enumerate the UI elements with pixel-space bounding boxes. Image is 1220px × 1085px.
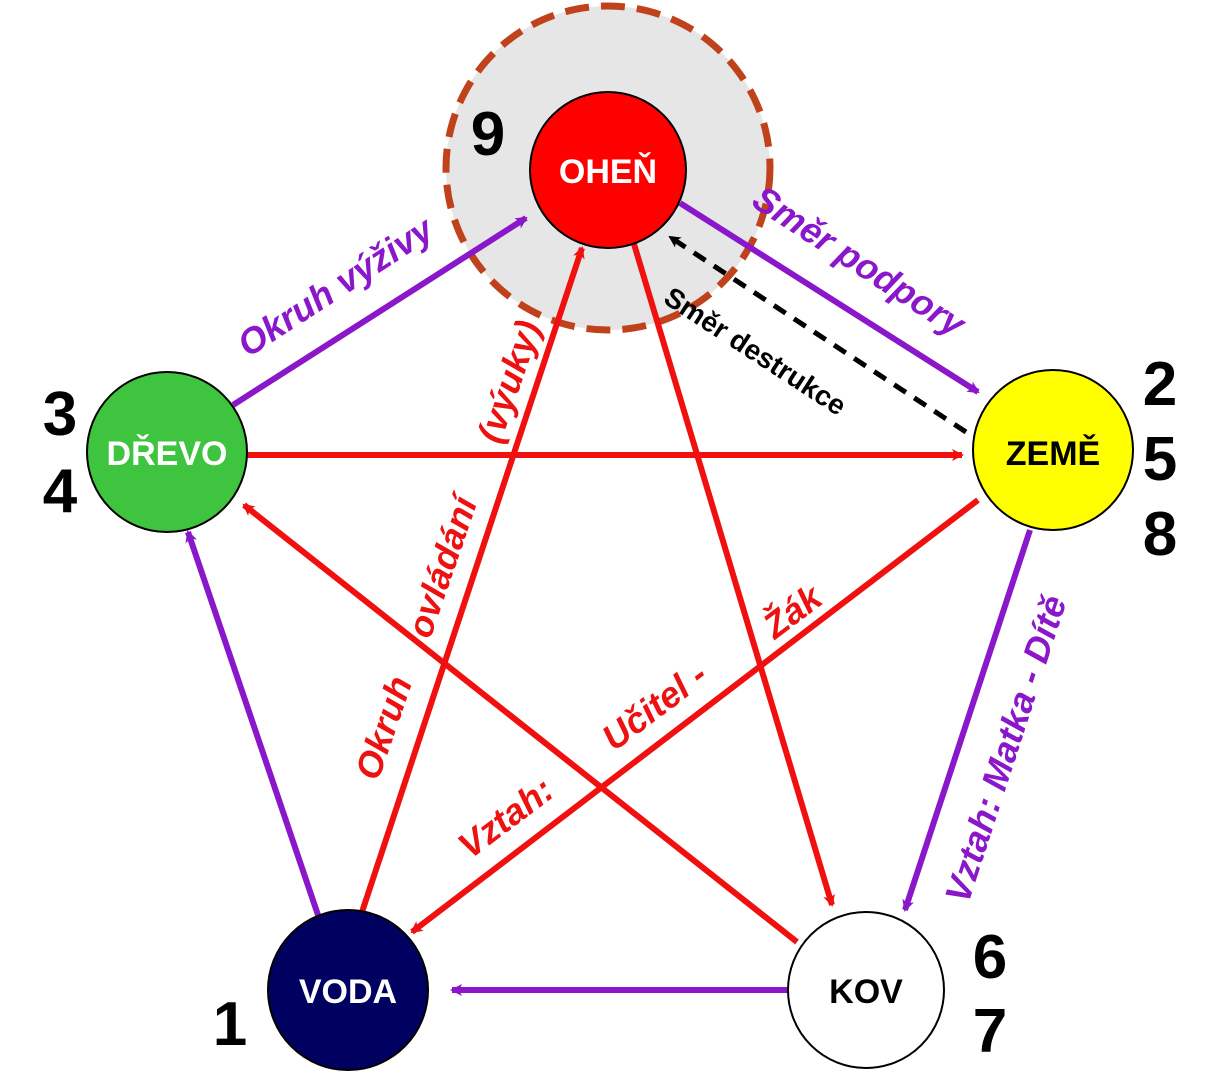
wood-label: DŘEVO	[107, 435, 228, 473]
teacher-student-label-1: Vztah:	[450, 769, 561, 867]
earth-number-3: 8	[1143, 500, 1177, 569]
node-wood: DŘEVO	[86, 371, 248, 533]
control-cycle-label-2: ovládání	[399, 487, 487, 642]
arrow-fire-to-metal	[631, 243, 835, 907]
node-earth: ZEMĚ	[972, 369, 1134, 531]
metal-circle	[787, 911, 945, 1069]
metal-label: KOV	[829, 973, 903, 1011]
node-water: VODA	[267, 909, 429, 1071]
support-cycle-arrows	[185, 200, 1033, 996]
fire-label: OHEŇ	[559, 153, 657, 191]
arrow-water-to-wood	[185, 530, 321, 916]
node-metal: KOV	[787, 911, 945, 1069]
arrow-water-to-fire	[359, 246, 585, 913]
arrow-earth-to-fire-destruction	[668, 234, 968, 435]
metal-number-1: 6	[973, 923, 1007, 992]
wood-number-1: 3	[43, 380, 77, 449]
node-fire: OHEŇ	[529, 91, 687, 249]
wood-circle	[86, 371, 248, 533]
teacher-student-label-3: Žák	[754, 574, 831, 647]
fire-circle	[529, 91, 687, 249]
earth-number-1: 2	[1143, 350, 1177, 419]
water-number-1: 1	[213, 990, 247, 1059]
water-circle	[267, 909, 429, 1071]
destruction-direction-label: Směr destrukce	[659, 281, 852, 421]
arrow-metal-to-wood	[242, 502, 799, 945]
wood-number-2: 4	[43, 457, 78, 526]
arrow-earth-to-water	[410, 497, 980, 935]
arrow-fire-to-earth	[678, 200, 980, 395]
arrow-earth-to-metal	[902, 529, 1033, 912]
control-cycle-arrows	[242, 243, 980, 945]
earth-number-2: 5	[1143, 425, 1177, 494]
water-label: VODA	[299, 973, 397, 1011]
earth-label: ZEMĚ	[1006, 435, 1100, 473]
teacher-student-label-2: Učitel -	[594, 653, 715, 758]
earth-circle	[972, 369, 1134, 531]
metal-number-2: 7	[973, 997, 1007, 1066]
arrow-wood-to-fire	[231, 215, 528, 408]
fire-number-1: 9	[471, 100, 505, 169]
